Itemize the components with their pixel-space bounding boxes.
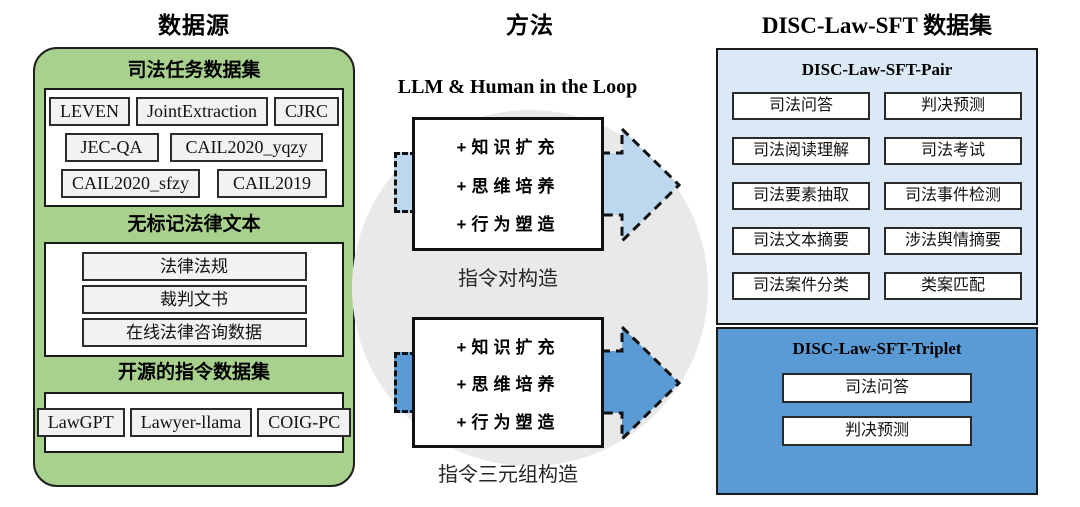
triplet-arrow-right-icon bbox=[601, 324, 682, 442]
tasks-row-2: JEC-QA CAIL2020_yqzy bbox=[46, 133, 342, 162]
triplet-chip-judgment-prediction: 判决预测 bbox=[782, 416, 972, 446]
step-behavior-shaping: +行为塑造 bbox=[456, 412, 560, 432]
sources-column-title: 数据源 bbox=[158, 12, 230, 38]
unlabeled-bar-consultation: 在线法律咨询数据 bbox=[81, 318, 307, 347]
unlabeled-box: 法律法规 裁判文书 在线法律咨询数据 bbox=[44, 242, 344, 357]
pair-chip-similar-case-matching: 类案匹配 bbox=[884, 272, 1022, 300]
step-thinking-development: +思维培养 bbox=[456, 176, 560, 196]
triplet-chip-legal-qa: 司法问答 bbox=[782, 373, 972, 403]
pair-chip-legal-exam: 司法考试 bbox=[884, 137, 1022, 165]
dataset-chip-lawyer-llama: Lawyer-llama bbox=[129, 408, 253, 437]
triplet-panel-header: DISC-Law-SFT-Triplet bbox=[792, 339, 962, 358]
triplet-arrow-tail-icon bbox=[394, 352, 416, 413]
pair-panel-header: DISC-Law-SFT-Pair bbox=[801, 60, 953, 79]
pair-process-box: +知识扩充 +思维培养 +行为塑造 bbox=[412, 117, 604, 251]
disc-law-sft-triplet-panel: DISC-Law-SFT-Triplet 司法问答 判决预测 bbox=[716, 327, 1038, 495]
pair-chip-reading-comprehension: 司法阅读理解 bbox=[732, 137, 870, 165]
pair-chip-text-summarization: 司法文本摘要 bbox=[732, 227, 870, 255]
step-behavior-shaping: +行为塑造 bbox=[456, 214, 560, 234]
unlabeled-bar-judgments: 裁判文书 bbox=[81, 285, 307, 314]
dataset-chip-jecqa: JEC-QA bbox=[64, 133, 159, 162]
opensource-box: LawGPT Lawyer-llama COIG-PC bbox=[36, 392, 352, 453]
dataset-chip-cail2020-yqzy: CAIL2020_yqzy bbox=[169, 133, 324, 162]
pair-chip-public-opinion-summary: 涉法舆情摘要 bbox=[884, 227, 1022, 255]
pair-arrow-tail-icon bbox=[394, 152, 416, 213]
dataset-chip-cail2019: CAIL2019 bbox=[216, 169, 327, 198]
dataset-chip-jointextraction: JointExtraction bbox=[135, 97, 268, 126]
pair-chip-element-extraction: 司法要素抽取 bbox=[732, 182, 870, 210]
triplet-process-box: +知识扩充 +思维培养 +行为塑造 bbox=[412, 317, 604, 448]
step-knowledge-expansion: +知识扩充 bbox=[456, 138, 560, 158]
unlabeled-bar-regulations: 法律法规 bbox=[81, 252, 307, 281]
pair-chip-legal-qa: 司法问答 bbox=[732, 92, 870, 120]
disc-law-sft-pair-panel: DISC-Law-SFT-Pair 司法问答 判决预测 司法阅读理解 司法考试 … bbox=[716, 48, 1038, 325]
loop-label: LLM & Human in the Loop bbox=[397, 76, 638, 98]
pair-process-caption: 指令对构造 bbox=[458, 268, 558, 290]
tasks-box: LEVEN JointExtraction CJRC JEC-QA CAIL20… bbox=[44, 88, 344, 207]
triplet-chip-list: 司法问答 判决预测 bbox=[718, 373, 1036, 446]
opensource-row: LawGPT Lawyer-llama COIG-PC bbox=[36, 408, 352, 437]
dataset-chip-lawgpt: LawGPT bbox=[36, 408, 125, 437]
pair-chip-case-classification: 司法案件分类 bbox=[732, 272, 870, 300]
method-column-title: 方法 bbox=[506, 12, 554, 38]
step-thinking-development: +思维培养 bbox=[456, 375, 560, 394]
step-knowledge-expansion: +知识扩充 bbox=[456, 337, 560, 357]
pair-chip-grid: 司法问答 判决预测 司法阅读理解 司法考试 司法要素抽取 司法事件检测 司法文本… bbox=[718, 80, 1036, 300]
pair-chip-judgment-prediction: 判决预测 bbox=[884, 92, 1022, 120]
data-sources-panel: 司法任务数据集 LEVEN JointExtraction CJRC JEC-Q… bbox=[33, 47, 355, 487]
triplet-process-caption: 指令三元组构造 bbox=[438, 464, 578, 486]
dataset-chip-coig-pc: COIG-PC bbox=[257, 408, 352, 437]
opensource-section-header: 开源的指令数据集 bbox=[117, 362, 270, 383]
pair-chip-event-detection: 司法事件检测 bbox=[884, 182, 1022, 210]
dataset-column-title: DISC-Law-SFT 数据集 bbox=[761, 13, 993, 38]
tasks-row-1: LEVEN JointExtraction CJRC bbox=[46, 97, 342, 126]
dataset-chip-leven: LEVEN bbox=[49, 97, 130, 126]
tasks-section-header: 司法任务数据集 bbox=[127, 60, 261, 81]
dataset-chip-cail2020-sfzy: CAIL2020_sfzy bbox=[61, 169, 200, 198]
dataset-chip-cjrc: CJRC bbox=[273, 97, 339, 126]
unlabeled-section-header: 无标记法律文本 bbox=[127, 214, 261, 235]
pair-arrow-right-icon bbox=[601, 126, 682, 244]
tasks-row-3: CAIL2020_sfzy CAIL2019 bbox=[46, 169, 342, 198]
